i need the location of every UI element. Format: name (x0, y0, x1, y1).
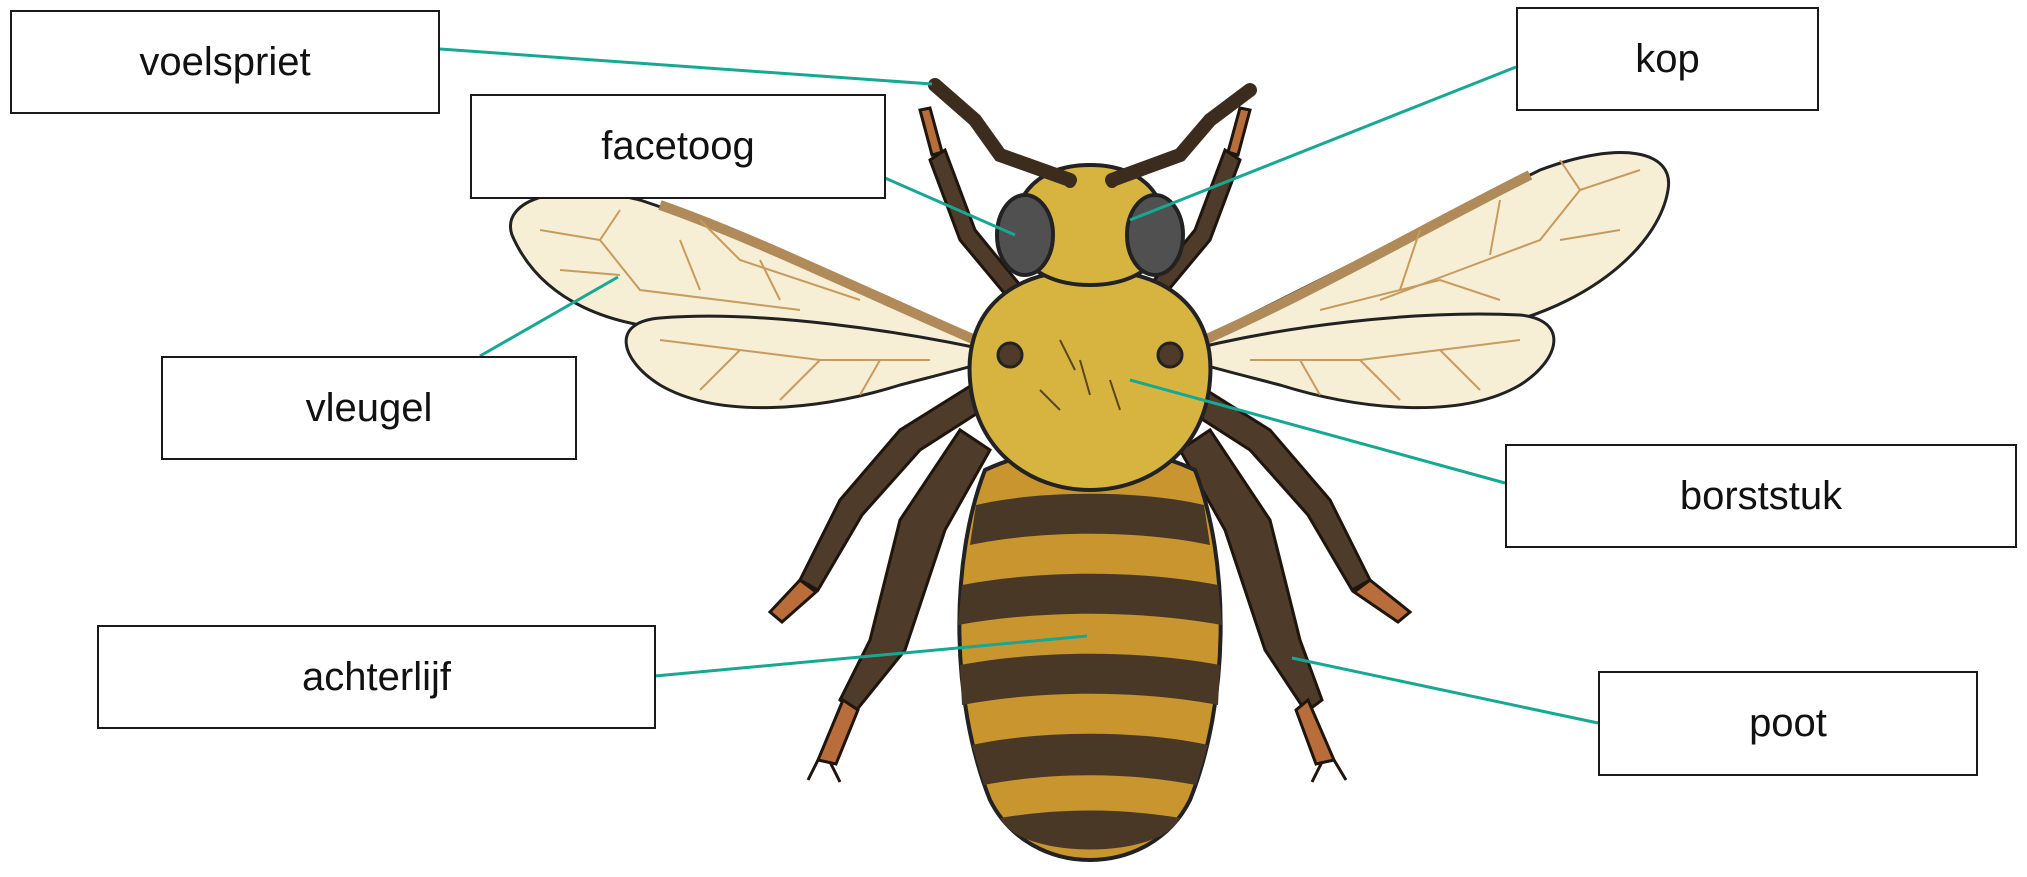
label-vleugel: vleugel (161, 356, 577, 460)
label-facetoog: facetoog (470, 94, 886, 199)
label-vleugel-text: vleugel (306, 386, 433, 431)
label-voelspriet: voelspriet (10, 10, 440, 114)
label-kop: kop (1516, 7, 1819, 111)
label-facetoog-text: facetoog (601, 124, 754, 169)
antenna-left (935, 85, 1076, 188)
thorax (970, 270, 1211, 490)
label-borststuk-text: borststuk (1680, 474, 1842, 519)
label-achterlijf-text: achterlijf (302, 655, 451, 700)
leader-line-voelspriet (440, 49, 932, 84)
label-borststuk: borststuk (1505, 444, 2017, 548)
label-achterlijf: achterlijf (97, 625, 656, 729)
head (997, 165, 1183, 285)
leader-line-poot (1292, 658, 1598, 723)
leader-line-vleugel (480, 277, 618, 356)
label-kop-text: kop (1635, 37, 1700, 82)
label-voelspriet-text: voelspriet (139, 40, 310, 85)
label-poot-text: poot (1749, 701, 1827, 746)
abdomen (958, 448, 1222, 861)
label-poot: poot (1598, 671, 1978, 776)
